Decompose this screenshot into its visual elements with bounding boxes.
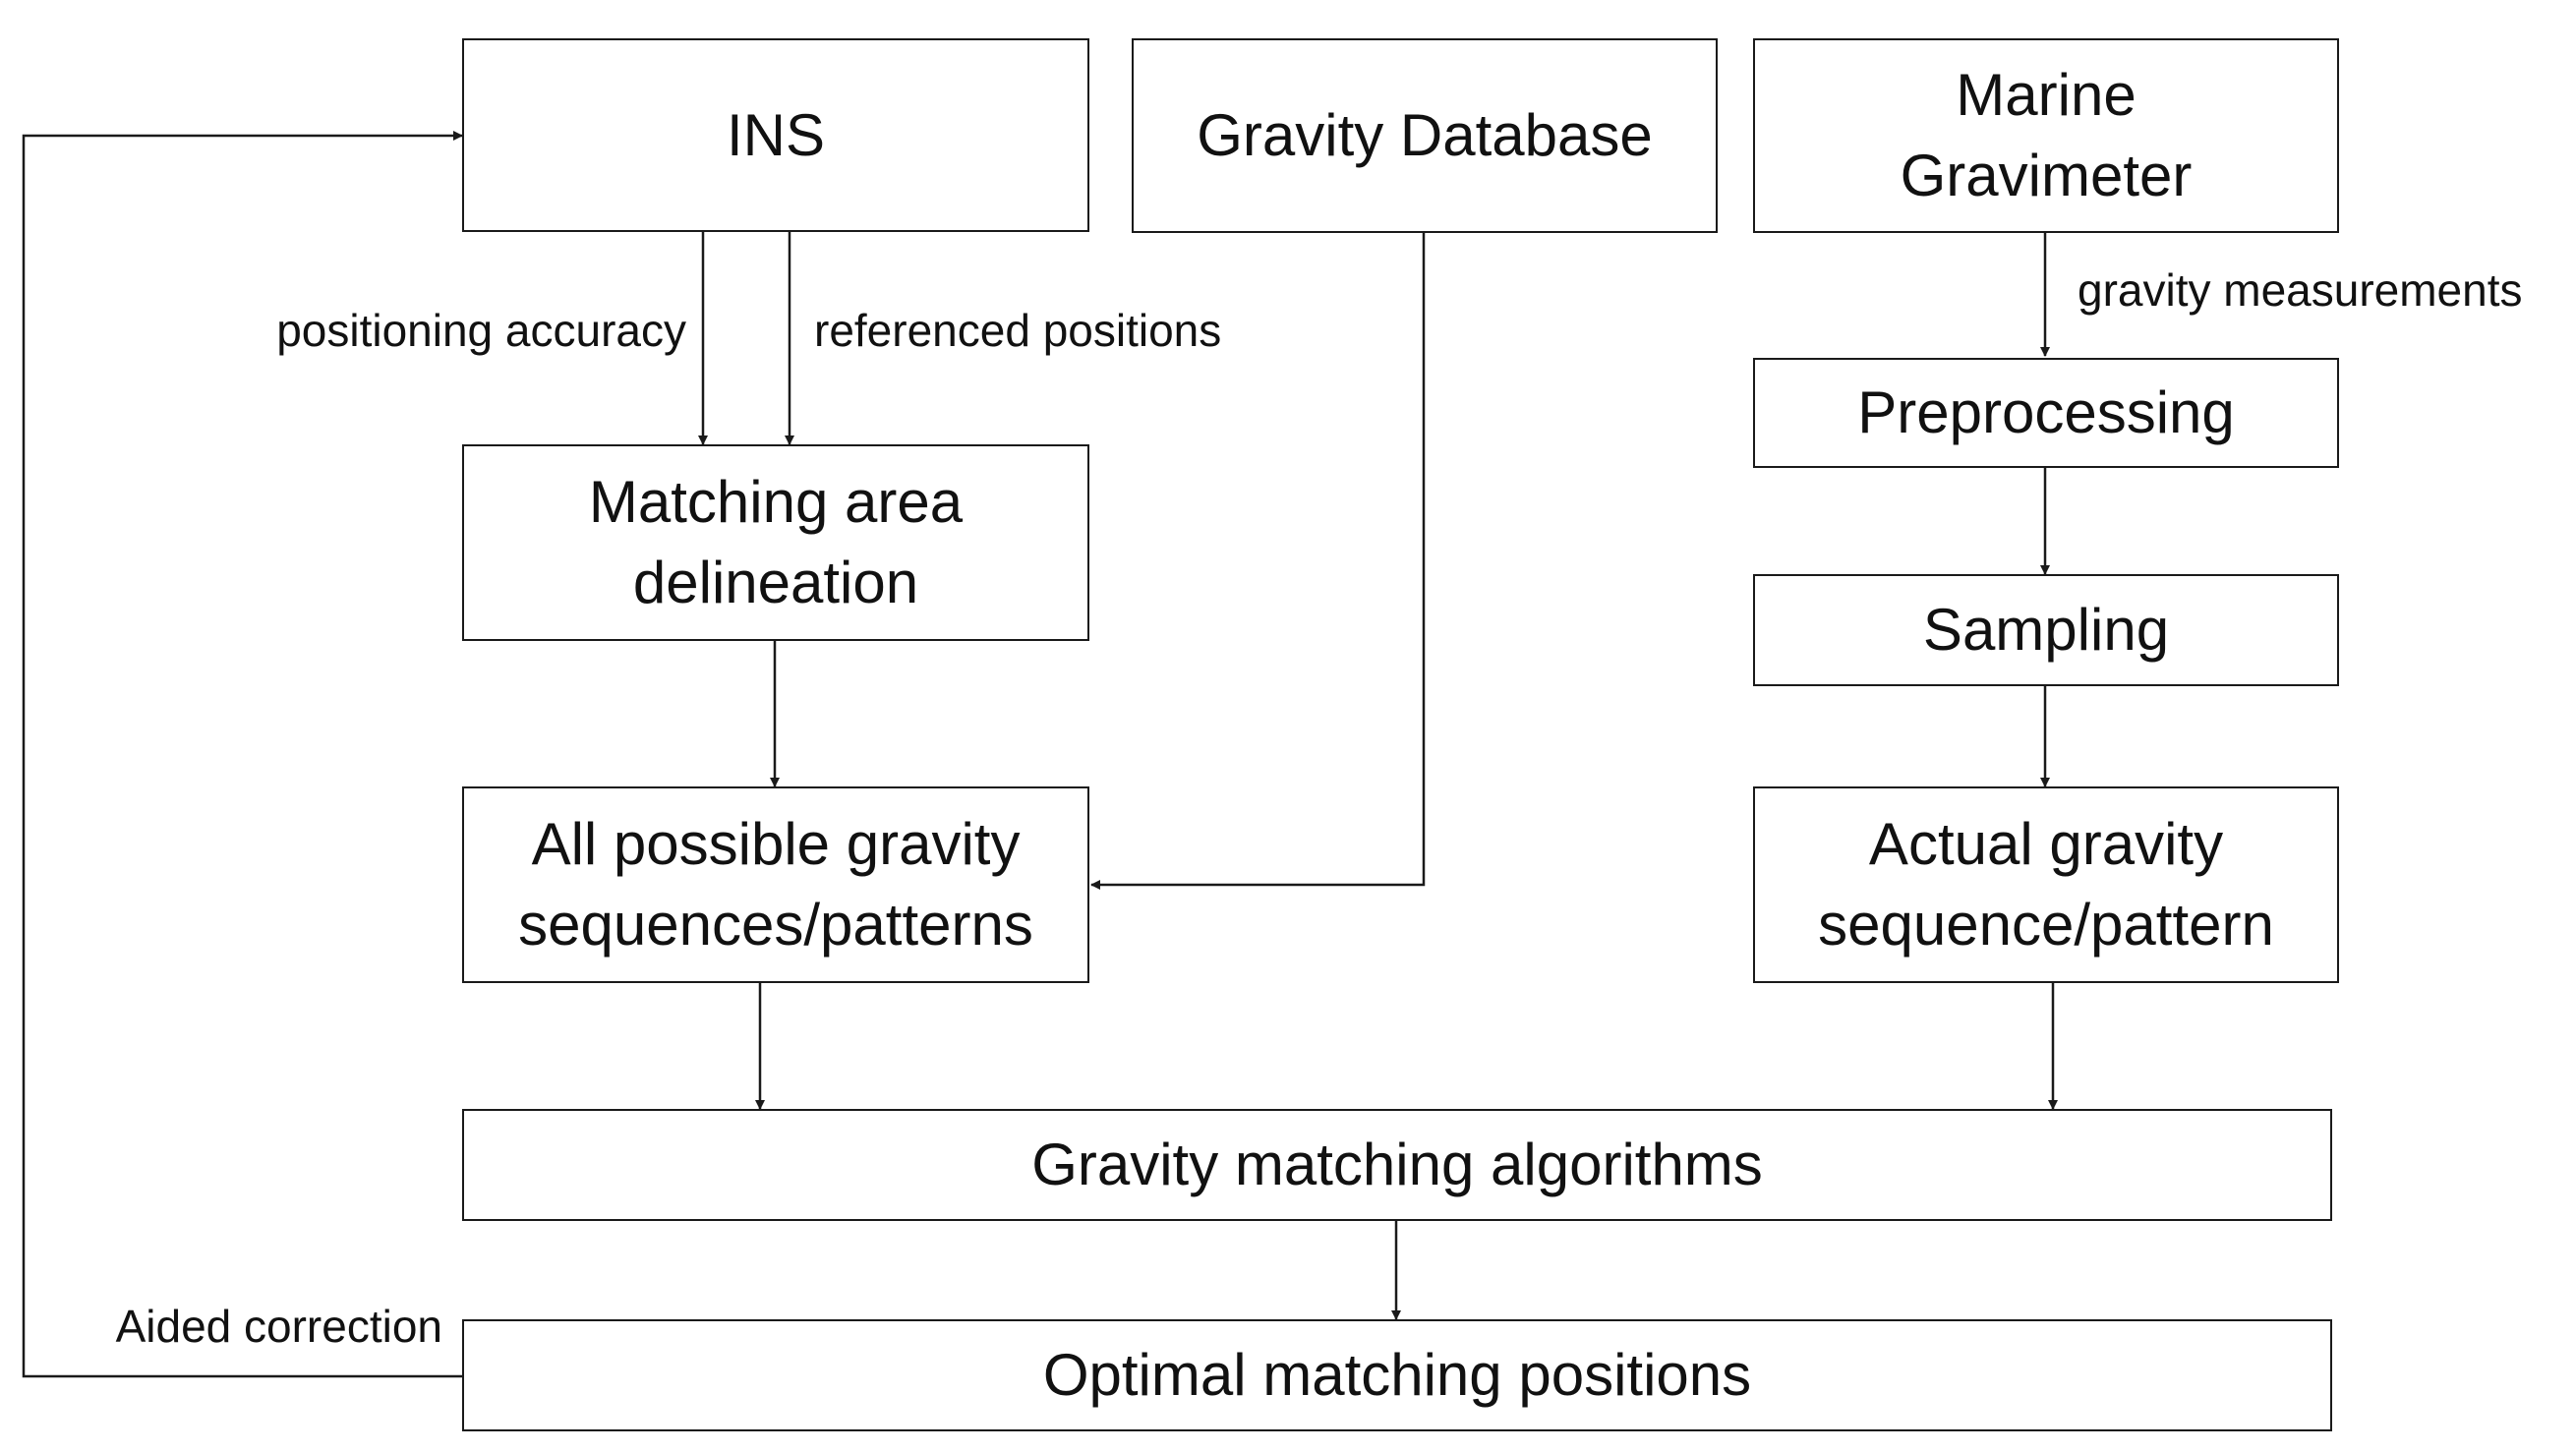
sampling-label: Sampling	[1922, 597, 2170, 663]
possible-sequences-box: All possible gravity sequences/patterns	[462, 786, 1089, 983]
optimal-positions-label: Optimal matching positions	[1042, 1342, 1752, 1408]
matching-algorithms-box: Gravity matching algorithms	[462, 1109, 2332, 1221]
gravity-database-label: Gravity Database	[1197, 102, 1653, 168]
ins-label: INS	[726, 101, 826, 168]
arrow-aided-correction-feedback	[22, 131, 463, 1378]
possible-sequences-label: All possible gravity sequences/patterns	[518, 811, 1033, 958]
sampling-box: Sampling	[1753, 574, 2339, 686]
arrow-database-to-sequences	[1090, 233, 1426, 890]
actual-sequence-box: Actual gravity sequence/pattern	[1753, 786, 2339, 983]
marine-gravimeter-box: Marine Gravimeter	[1753, 38, 2339, 233]
gravity-measurements-label: gravity measurements	[2078, 264, 2523, 316]
gravity-database-box: Gravity Database	[1132, 38, 1718, 233]
preprocessing-label: Preprocessing	[1857, 379, 2235, 445]
matching-area-label: Matching area delineation	[588, 469, 964, 615]
marine-gravimeter-label: Marine Gravimeter	[1900, 62, 2193, 208]
aided-correction-label: Aided correction	[115, 1301, 442, 1352]
actual-sequence-label: Actual gravity sequence/pattern	[1818, 811, 2274, 958]
positioning-accuracy-label: positioning accuracy	[276, 305, 686, 356]
ins-box: INS	[462, 38, 1089, 232]
optimal-positions-box: Optimal matching positions	[462, 1319, 2332, 1431]
matching-algorithms-label: Gravity matching algorithms	[1031, 1132, 1763, 1197]
matching-area-box: Matching area delineation	[462, 444, 1089, 641]
referenced-positions-label: referenced positions	[814, 305, 1222, 356]
preprocessing-box: Preprocessing	[1753, 358, 2339, 468]
